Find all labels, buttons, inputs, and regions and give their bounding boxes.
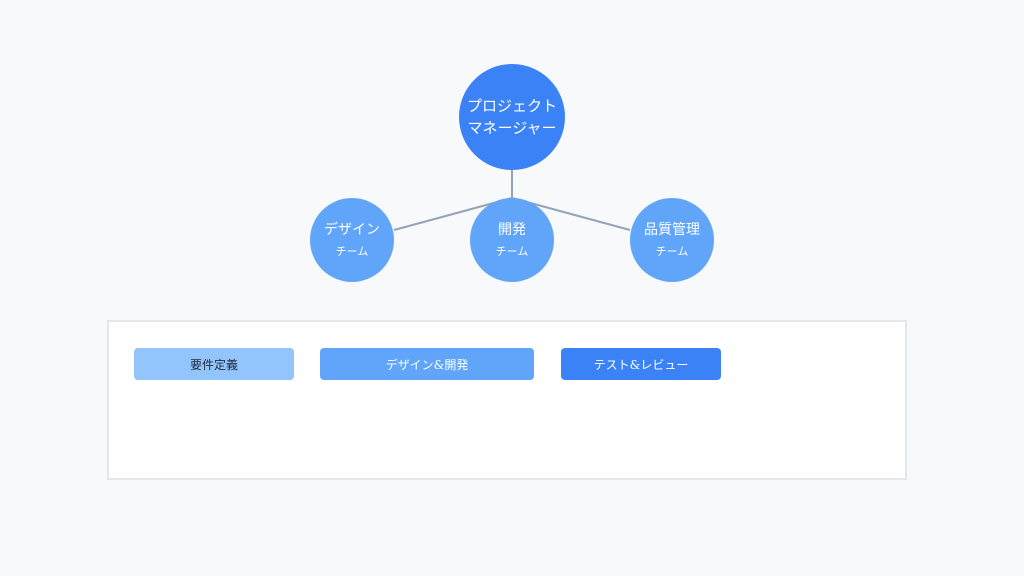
design-team-name: デザイン <box>324 222 380 238</box>
project-manager-node[interactable]: プロジェクト マネージャー <box>459 64 565 170</box>
phase-design-dev-label: デザイン&開発 <box>385 357 469 372</box>
project-manager-label-line1: プロジェクト <box>466 97 557 115</box>
dev-team-sub: チーム <box>495 245 529 258</box>
phase-requirements-label: 要件定義 <box>189 357 238 372</box>
phase-design-dev[interactable]: デザイン&開発 <box>320 348 534 380</box>
phase-test-review[interactable]: テスト&レビュー <box>561 348 721 380</box>
dev-team-node[interactable]: 開発 チーム <box>470 198 554 282</box>
qa-team-node[interactable]: 品質管理 チーム <box>630 198 714 282</box>
design-team-node[interactable]: デザイン チーム <box>310 198 394 282</box>
timeline-panel: 要件定義 デザイン&開発 テスト&レビュー <box>107 320 907 480</box>
phase-requirements[interactable]: 要件定義 <box>134 348 294 380</box>
project-manager-label-line2: マネージャー <box>467 119 557 137</box>
design-team-sub: チーム <box>335 245 369 258</box>
qa-team-name: 品質管理 <box>644 222 700 238</box>
phase-test-review-label: テスト&レビュー <box>593 357 689 372</box>
dev-team-name: 開発 <box>498 222 526 238</box>
qa-team-sub: チーム <box>655 245 689 258</box>
